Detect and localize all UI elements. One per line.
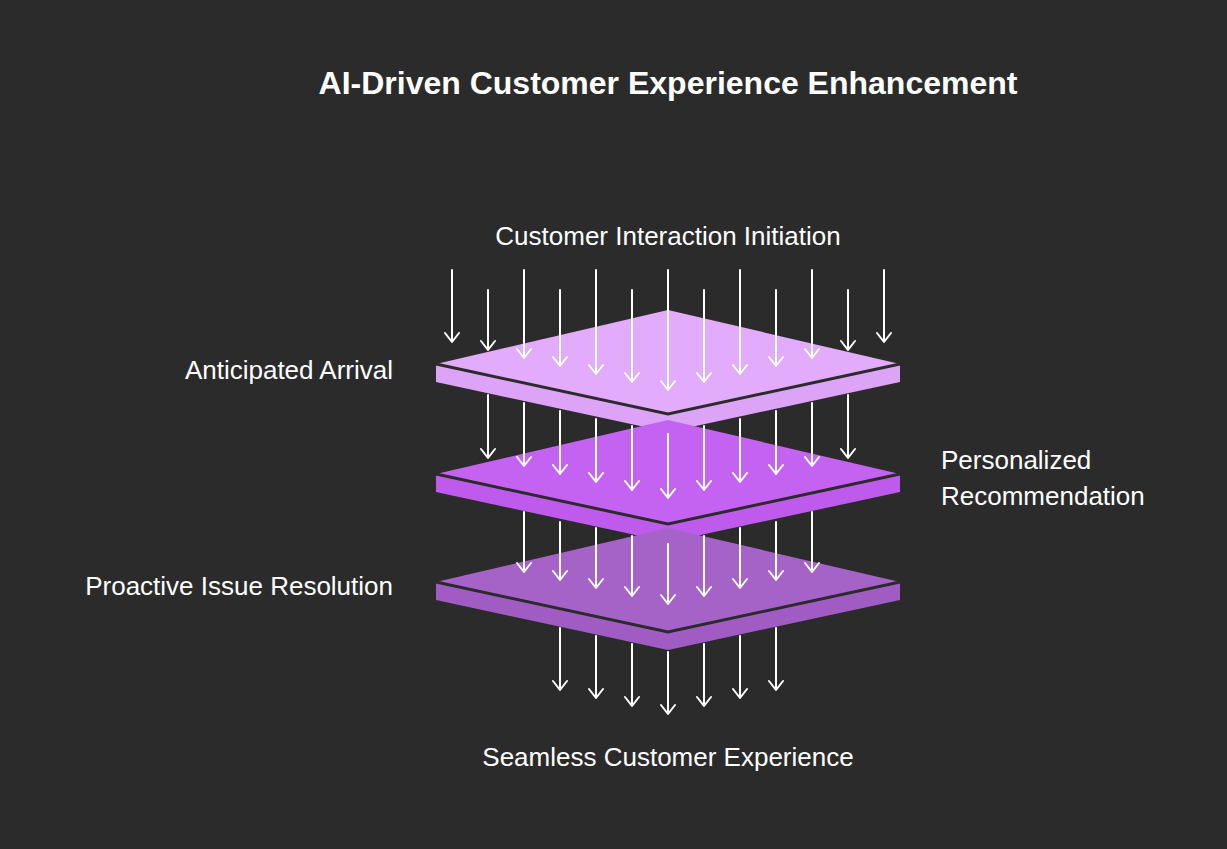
layer-face <box>436 528 900 632</box>
arrow-row-bottom <box>553 628 783 714</box>
stack-layer: Anticipated Arrival <box>436 310 900 432</box>
layer-label: Proactive Issue Resolution <box>85 568 393 604</box>
layer-edge <box>436 582 900 632</box>
layer-slab <box>436 420 900 542</box>
diagram-title: AI-Driven Customer Experience Enhancemen… <box>319 62 1018 104</box>
layer-edge <box>436 474 900 524</box>
flow-label: Customer Interaction Initiation <box>495 218 840 254</box>
layer-label: Personalized Recommendation <box>941 442 1191 514</box>
layer-slab <box>436 310 900 432</box>
stack-layer: Personalized Recommendation <box>436 420 900 542</box>
layer-slab <box>436 528 900 650</box>
arrow-row-top <box>445 270 891 390</box>
arrow-row-third <box>517 512 819 604</box>
layer-label: Anticipated Arrival <box>185 352 393 388</box>
layer-face <box>436 420 900 524</box>
layer-face <box>436 310 900 414</box>
arrow-rain <box>445 270 891 714</box>
layer-edge <box>436 364 900 414</box>
arrow-row-second <box>481 395 855 498</box>
stack-layer: Proactive Issue Resolution <box>436 528 900 650</box>
flow-label: Seamless Customer Experience <box>482 739 853 775</box>
